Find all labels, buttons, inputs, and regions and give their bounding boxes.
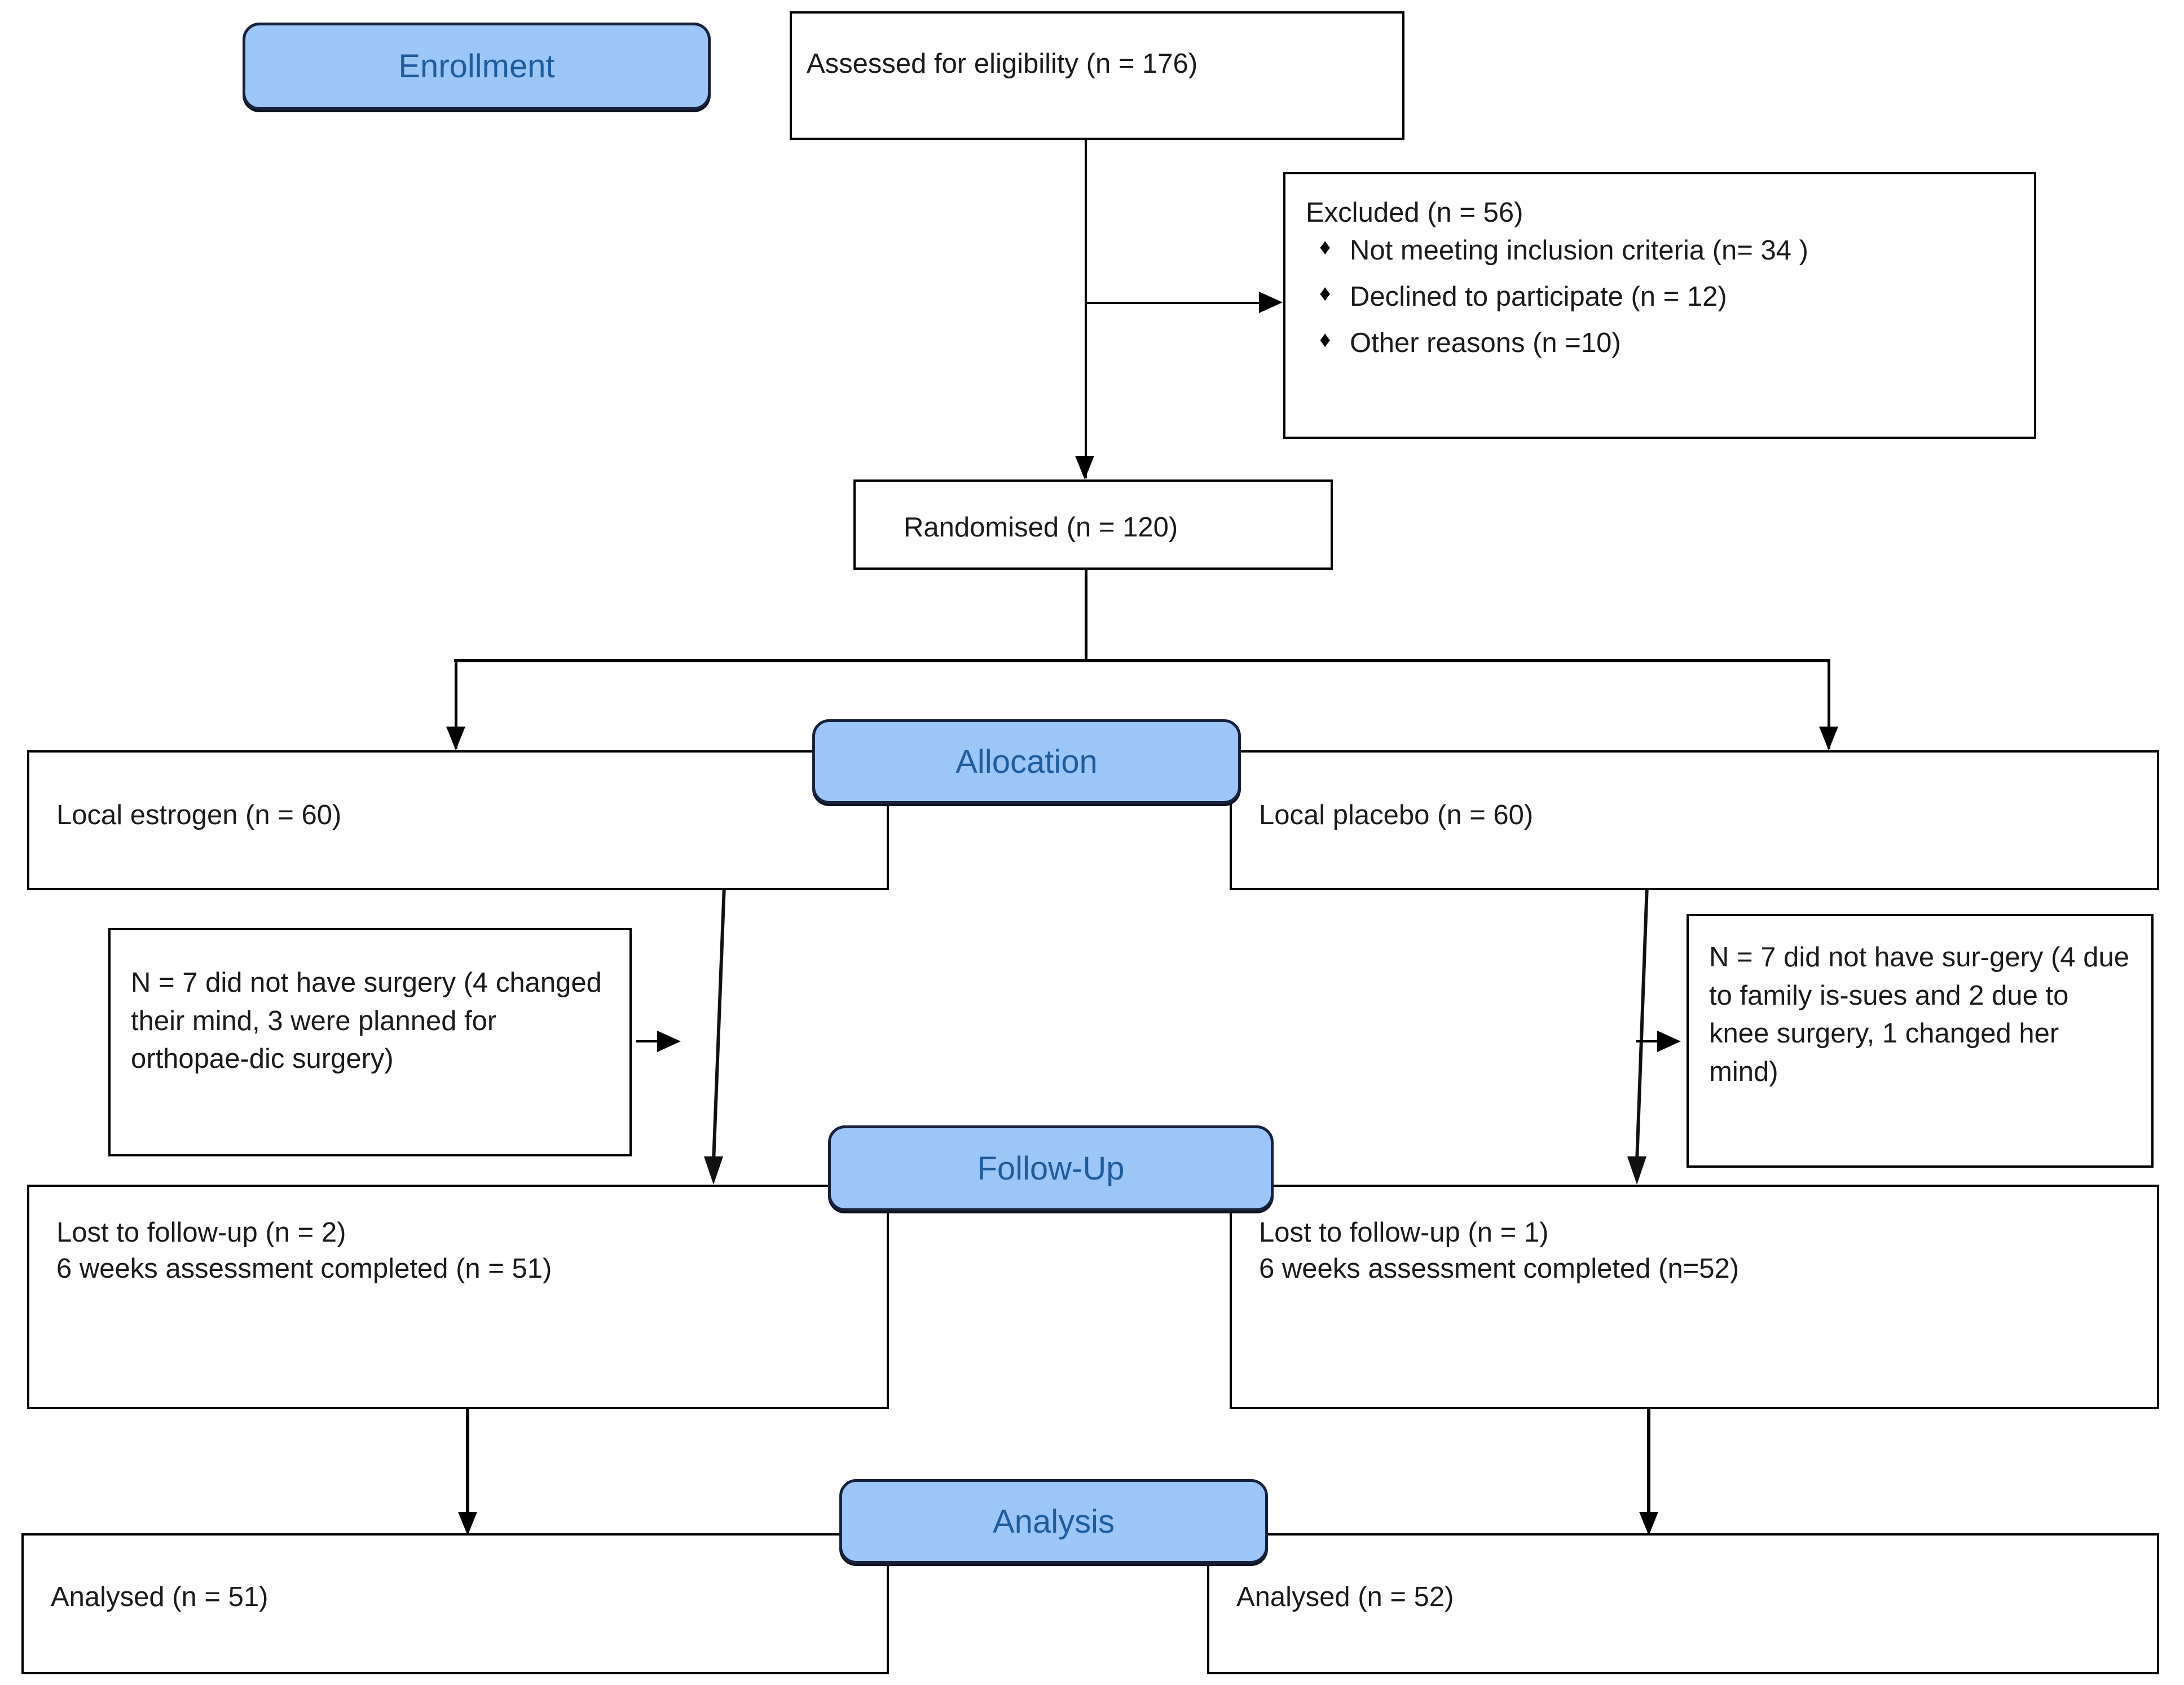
node-followup-right: Lost to follow-up (n = 1) 6 weeks assess… (1230, 1185, 2159, 1409)
node-excluded-heading: Excluded (n = 56) (1306, 197, 1523, 228)
node-analysed-right: Analysed (n = 52) (1207, 1533, 2159, 1674)
connector-alloc-left-to-followup (704, 885, 726, 1185)
stage-label-enrollment-text: Enrollment (398, 48, 555, 85)
node-excluded: Excluded (n = 56) ♦ Not meeting inclusio… (1283, 172, 2036, 439)
list-item: ♦ Declined to participate (n = 12) (1315, 280, 1808, 312)
connector-note-left-stub (636, 1040, 660, 1042)
node-assessed-for-eligibility-text: Assessed for eligibility (n = 176) (807, 49, 1198, 79)
connector-to-excluded (1086, 302, 1261, 304)
node-followup-left-text: Lost to follow-up (n = 2) 6 weeks assess… (56, 1217, 552, 1284)
node-allocation-left-text: Local estrogen (n = 60) (56, 800, 342, 830)
connector-split-bar (454, 659, 1830, 662)
connector-randomised-to-split (1085, 570, 1087, 660)
note-left-no-surgery-text: N = 7 did not have surgery (4 changed th… (131, 967, 602, 1075)
node-allocation-right: Local placebo (n = 60) (1230, 750, 2159, 890)
connector-alloc-right-to-followup (1627, 885, 1649, 1185)
node-randomised-text: Randomised (n = 120) (904, 512, 1178, 543)
node-followup-right-text: Lost to follow-up (n = 1) 6 weeks assess… (1259, 1217, 1740, 1284)
diamond-bullet-icon: ♦ (1319, 327, 1331, 352)
connector-followup-left-to-analysis (466, 1409, 469, 1522)
connector-split-left-drop (455, 659, 457, 749)
stage-label-analysis: Analysis (839, 1479, 1268, 1564)
node-assessed-for-eligibility: Assessed for eligibility (n = 176) (790, 11, 1404, 140)
stage-label-followup-text: Follow-Up (977, 1150, 1125, 1187)
node-randomised: Randomised (n = 120) (853, 479, 1333, 570)
stage-label-allocation-text: Allocation (955, 743, 1098, 780)
list-item: ♦ Not meeting inclusion criteria (n= 34 … (1315, 235, 1808, 266)
arrowhead-alloc-left (446, 727, 465, 750)
diamond-bullet-icon: ♦ (1319, 235, 1331, 259)
note-right-no-surgery-text: N = 7 did not have sur-gery (4 due to fa… (1709, 942, 2129, 1087)
excluded-reason-list: ♦ Not meeting inclusion criteria (n= 34 … (1315, 235, 1808, 375)
arrowhead-assessed-to-randomised (1075, 456, 1094, 479)
stage-label-allocation: Allocation (812, 719, 1241, 804)
stage-label-analysis-text: Analysis (993, 1503, 1115, 1540)
node-analysed-left-text: Analysed (n = 51) (51, 1582, 268, 1612)
excluded-reason-text: Declined to participate (n = 12) (1350, 281, 1727, 312)
arrowhead-note-left (657, 1031, 681, 1052)
arrowhead-alloc-right (1819, 727, 1838, 750)
diamond-bullet-icon: ♦ (1319, 280, 1331, 306)
arrowhead-analysis-right (1639, 1512, 1658, 1536)
connector-followup-right-to-analysis (1647, 1409, 1650, 1522)
connector-note-right-stub (1636, 1040, 1659, 1042)
arrowhead-to-excluded (1259, 292, 1283, 313)
note-right-no-surgery: N = 7 did not have sur-gery (4 due to fa… (1687, 914, 2154, 1168)
arrowhead-note-right (1657, 1031, 1681, 1052)
connector-assessed-to-randomised (1085, 140, 1087, 478)
node-analysed-right-text: Analysed (n = 52) (1236, 1582, 1454, 1612)
note-left-no-surgery: N = 7 did not have surgery (4 changed th… (108, 928, 632, 1156)
node-followup-left: Lost to follow-up (n = 2) 6 weeks assess… (27, 1185, 889, 1409)
arrowhead-analysis-left (458, 1512, 477, 1536)
excluded-reason-text: Not meeting inclusion criteria (n= 34 ) (1350, 235, 1808, 266)
node-allocation-right-text: Local placebo (n = 60) (1259, 800, 1534, 830)
connector-split-right-drop (1828, 659, 1830, 749)
excluded-reason-text: Other reasons (n =10) (1350, 327, 1621, 358)
stage-label-followup: Follow-Up (828, 1125, 1274, 1211)
list-item: ♦ Other reasons (n =10) (1315, 327, 1808, 358)
stage-label-enrollment: Enrollment (243, 23, 711, 110)
node-allocation-left: Local estrogen (n = 60) (27, 750, 889, 890)
node-analysed-left: Analysed (n = 51) (21, 1533, 889, 1674)
